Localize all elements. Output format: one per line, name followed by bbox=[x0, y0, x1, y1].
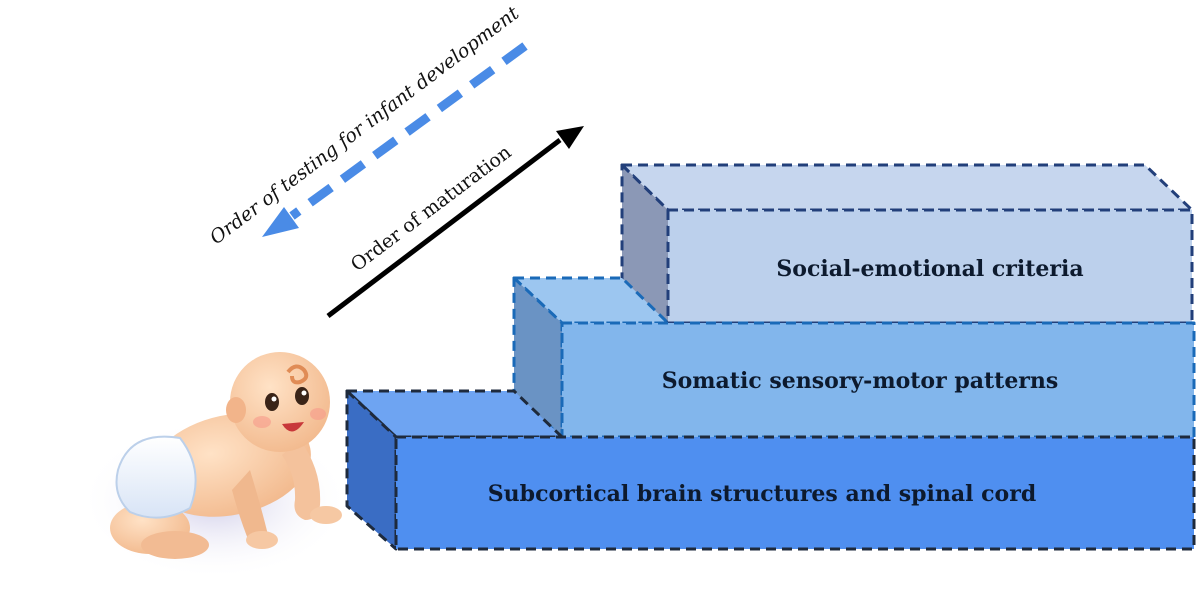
testing-arrowhead bbox=[262, 207, 299, 237]
step-2-top-face bbox=[512, 276, 670, 325]
step-1-label: Subcortical brain structures and spinal … bbox=[488, 481, 1036, 507]
step-3-top-face bbox=[620, 163, 1194, 212]
step-somatic-sensory-motor: Somatic sensory-motor patterns bbox=[512, 276, 1196, 439]
baby-eye-right bbox=[295, 387, 309, 405]
baby-hand-right bbox=[310, 506, 342, 524]
baby-eye-glint-right bbox=[301, 390, 307, 396]
step-2-label: Somatic sensory-motor patterns bbox=[662, 368, 1059, 394]
step-2-front-face bbox=[560, 321, 1196, 439]
baby-diaper bbox=[115, 435, 197, 519]
baby-back-arm bbox=[232, 470, 268, 545]
step-3-front-face bbox=[666, 208, 1194, 325]
baby-front-leg bbox=[141, 531, 209, 559]
baby-eye-glint-left bbox=[271, 396, 277, 402]
baby-front-arm bbox=[282, 440, 321, 520]
baby-cheek-right bbox=[310, 408, 326, 420]
maturation-arrowhead bbox=[556, 126, 584, 149]
baby-cheek-left bbox=[253, 416, 271, 428]
baby-hand-left bbox=[246, 531, 278, 549]
crawling-baby-illustration bbox=[80, 352, 350, 580]
maturation-label: Order of maturation bbox=[347, 141, 516, 276]
maturation-arrow-shaft bbox=[326, 138, 562, 318]
testing-label: Order of testing for infant development bbox=[206, 2, 524, 249]
step-subcortical: Subcortical brain structures and spinal … bbox=[345, 389, 1196, 551]
baby-eye-left bbox=[265, 393, 279, 411]
baby-mouth bbox=[282, 422, 304, 432]
step-social-emotional: Social-emotional criteria bbox=[620, 163, 1194, 325]
testing-arrow: Order of testing for infant development bbox=[206, 2, 528, 249]
baby-ear bbox=[226, 397, 246, 423]
step-3-label: Social-emotional criteria bbox=[776, 256, 1083, 282]
step-1-front-face bbox=[394, 435, 1196, 551]
baby-hair-curl bbox=[286, 364, 309, 385]
baby-head bbox=[230, 352, 330, 452]
testing-arrow-shaft bbox=[289, 42, 528, 220]
